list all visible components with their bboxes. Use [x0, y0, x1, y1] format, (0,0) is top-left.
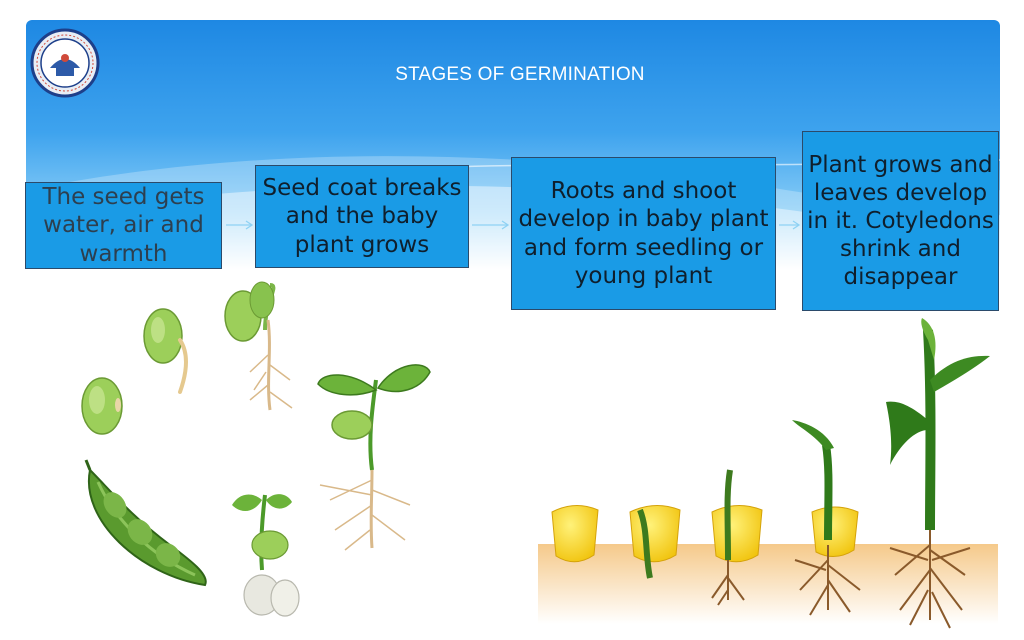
- step-text-3: Roots and shoot develop in baby plant an…: [518, 178, 769, 289]
- step-text-4: Plant grows and leaves develop in it. Co…: [807, 151, 994, 291]
- step-box-3: Roots and shoot develop in baby plant an…: [511, 157, 776, 310]
- step-box-4: Plant grows and leaves develop in it. Co…: [802, 131, 999, 311]
- corn-seedling-icon: [792, 420, 861, 616]
- bean-emerging-icon: [232, 494, 300, 617]
- page-title: STAGES OF GERMINATION: [395, 64, 645, 85]
- step-text-1: The seed gets water, air and warmth: [42, 184, 205, 267]
- bean-pod-icon: [84, 459, 207, 587]
- bean-seed-icon: [81, 377, 123, 435]
- step-box-1: The seed gets water, air and warmth: [25, 182, 222, 269]
- bean-root-growth-icon: [224, 281, 293, 411]
- corn-kernel-icon: [551, 505, 599, 563]
- step-text-2: Seed coat breaks and the baby plant grow…: [262, 175, 462, 258]
- corn-plant-icon: [886, 318, 990, 629]
- corn-kernel-root-icon: [711, 469, 763, 606]
- step-box-2: Seed coat breaks and the baby plant grow…: [255, 165, 469, 268]
- bean-sprouting-icon: [143, 308, 188, 394]
- bean-seedling-icon: [317, 364, 431, 551]
- institution-seal-icon: [30, 28, 100, 98]
- corn-kernel-sprouting-icon: [629, 505, 681, 579]
